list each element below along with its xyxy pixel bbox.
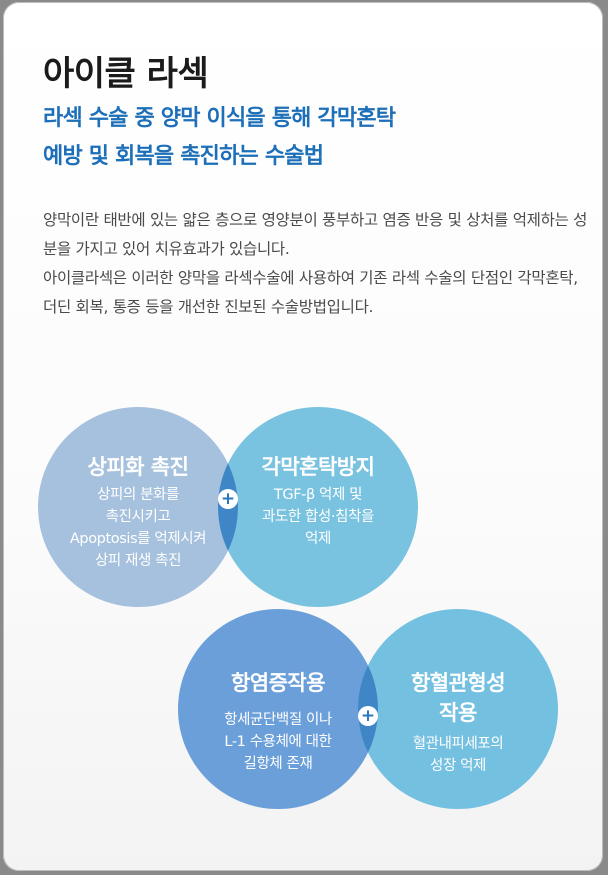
circle-3-line: 길항체 존재	[243, 756, 313, 772]
circle-3-text: 항염증작용 항세균단백질 이나 L-1 수용체에 대한 길항체 존재	[178, 609, 378, 809]
circle-3-description: 항세균단백질 이나 L-1 수용체에 대한 길항체 존재	[178, 709, 378, 775]
subtitle-line-1: 라섹 수술 중 양막 이식을 통해 각막혼탁	[43, 106, 396, 131]
circle-2-text: 각막혼탁방지 TGF-β 억제 및 과도한 합성·침착을 억제	[218, 407, 418, 607]
circle-1-text: 상피화 촉진 상피의 분화를 촉진시키고 Apoptosis를 억제시켜 상피 …	[38, 407, 238, 607]
circle-4-line: 혈관내피세포의	[412, 736, 504, 752]
subtitle-line-2: 예방 및 회복을 촉진하는 수술법	[43, 144, 324, 169]
circle-2-line: 억제	[305, 531, 331, 547]
circle-1-line: Apoptosis를 억제시켜	[69, 531, 207, 547]
circle-1-line: 상피의 분화를	[97, 487, 179, 503]
circle-3-line: L-1 수용체에 대한	[224, 734, 332, 750]
circle-1-title: 상피화 촉진	[87, 455, 189, 479]
circle-4-text: 항혈관형성 작용 혈관내피세포의 성장 억제	[358, 609, 558, 809]
circle-1-description: 상피의 분화를 촉진시키고 Apoptosis를 억제시켜 상피 재생 촉진	[38, 484, 238, 572]
circle-anti-angiogenesis	[358, 609, 558, 809]
circle-2-line: TGF-β 억제 및	[273, 487, 363, 503]
description: 양막이란 태반에 있는 얇은 층으로 영양분이 풍부하고 염증 반응 및 상처를…	[43, 206, 588, 322]
circle-2-line: 과도한 합성·침착을	[262, 509, 374, 525]
circle-4-line: 성장 억제	[430, 758, 486, 774]
plus-icon: +	[358, 706, 378, 726]
plus-icon: +	[218, 489, 238, 509]
content-card: 아이클 라섹 라섹 수술 중 양막 이식을 통해 각막혼탁 예방 및 회복을 촉…	[3, 2, 603, 871]
circle-haze-prevention	[218, 407, 418, 607]
page-title: 아이클 라섹	[43, 54, 209, 94]
circle-anti-inflammation	[178, 609, 378, 809]
circle-1-line: 촉진시키고	[105, 509, 171, 525]
circle-2-description: TGF-β 억제 및 과도한 합성·침착을 억제	[218, 484, 418, 550]
circle-epithelialization	[38, 407, 238, 607]
circle-2-title: 각막혼탁방지	[261, 455, 375, 479]
circle-3-line: 항세균단백질 이나	[224, 712, 332, 728]
description-paragraph-2: 아이클라섹은 이러한 양막을 라섹수술에 사용하여 기존 라섹 수술의 단점인 …	[43, 269, 578, 316]
page-subtitle: 라섹 수술 중 양막 이식을 통해 각막혼탁 예방 및 회복을 촉진하는 수술법	[43, 100, 583, 176]
circle-3-title: 항염증작용	[230, 671, 326, 695]
circle-4-title-line-2: 작용	[439, 701, 477, 725]
circle-1-line: 상피 재생 촉진	[94, 553, 182, 569]
description-paragraph-1: 양막이란 태반에 있는 얇은 층으로 영양분이 풍부하고 염증 반응 및 상처를…	[43, 211, 588, 258]
circle-4-description: 혈관내피세포의 성장 억제	[358, 733, 558, 777]
circle-4-title-line-1: 항혈관형성	[410, 671, 506, 695]
